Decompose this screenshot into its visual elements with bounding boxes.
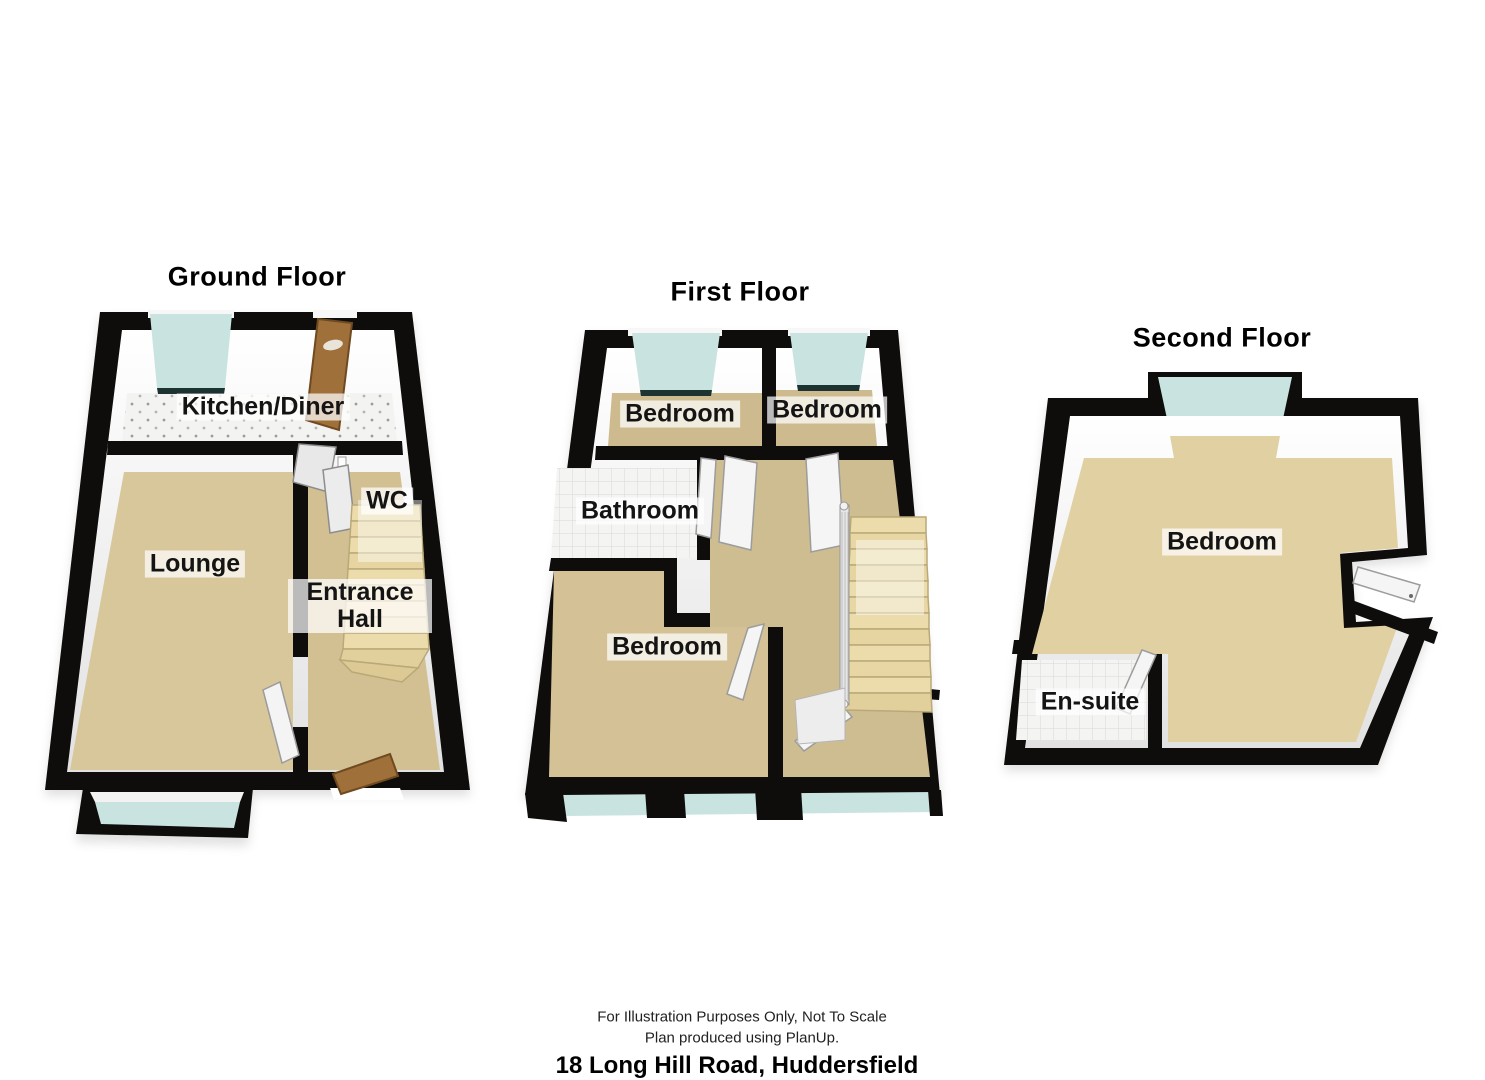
wc-partition-and-door xyxy=(322,456,356,534)
disclaimer-line-1: For Illustration Purposes Only, Not To S… xyxy=(597,1008,887,1026)
room-label-entrance-hall: Entrance Hall xyxy=(288,579,432,633)
room-label-bathroom: Bathroom xyxy=(575,497,705,525)
first-floor-top-windows xyxy=(628,328,870,396)
room-label-bedroom2: Bedroom xyxy=(767,396,887,424)
property-address: 18 Long Hill Road, Huddersfield xyxy=(555,1052,919,1079)
lounge-floor xyxy=(70,472,293,770)
bay-window xyxy=(90,792,244,828)
first-staircase xyxy=(843,516,933,713)
banister xyxy=(839,501,850,709)
disclaimer-line-2: Plan produced using PlanUp. xyxy=(644,1029,840,1047)
understairs-panel xyxy=(794,687,846,745)
second-bedroom-floor xyxy=(1032,458,1398,742)
room-label-lounge: Lounge xyxy=(144,550,246,578)
front-door xyxy=(330,752,404,800)
first-floor-plan xyxy=(524,328,943,822)
second-floor-title: Second Floor xyxy=(1132,322,1312,353)
first-floor-title: First Floor xyxy=(670,276,810,307)
second-floor-plan xyxy=(1004,372,1438,771)
kitchen-window xyxy=(148,310,234,394)
dormer-recess-floor xyxy=(1170,436,1280,458)
first-floor-bottom-windows xyxy=(525,788,943,822)
ground-floor-title: Ground Floor xyxy=(167,261,347,292)
room-label-bedroom4: Bedroom xyxy=(1162,528,1282,556)
lounge-hall-door xyxy=(262,680,300,765)
first-bedroom3-floor xyxy=(549,571,768,777)
room-label-bedroom1: Bedroom xyxy=(620,400,740,428)
room-label-kitchen-diner: Kitchen/Diner xyxy=(176,393,350,421)
room-label-bedroom3: Bedroom xyxy=(607,633,727,661)
stairhead-door xyxy=(1349,566,1438,644)
room-label-wc: WC xyxy=(361,487,413,515)
first-staircase-ghost xyxy=(856,540,924,615)
room-label-ensuite: En-suite xyxy=(1035,688,1145,716)
